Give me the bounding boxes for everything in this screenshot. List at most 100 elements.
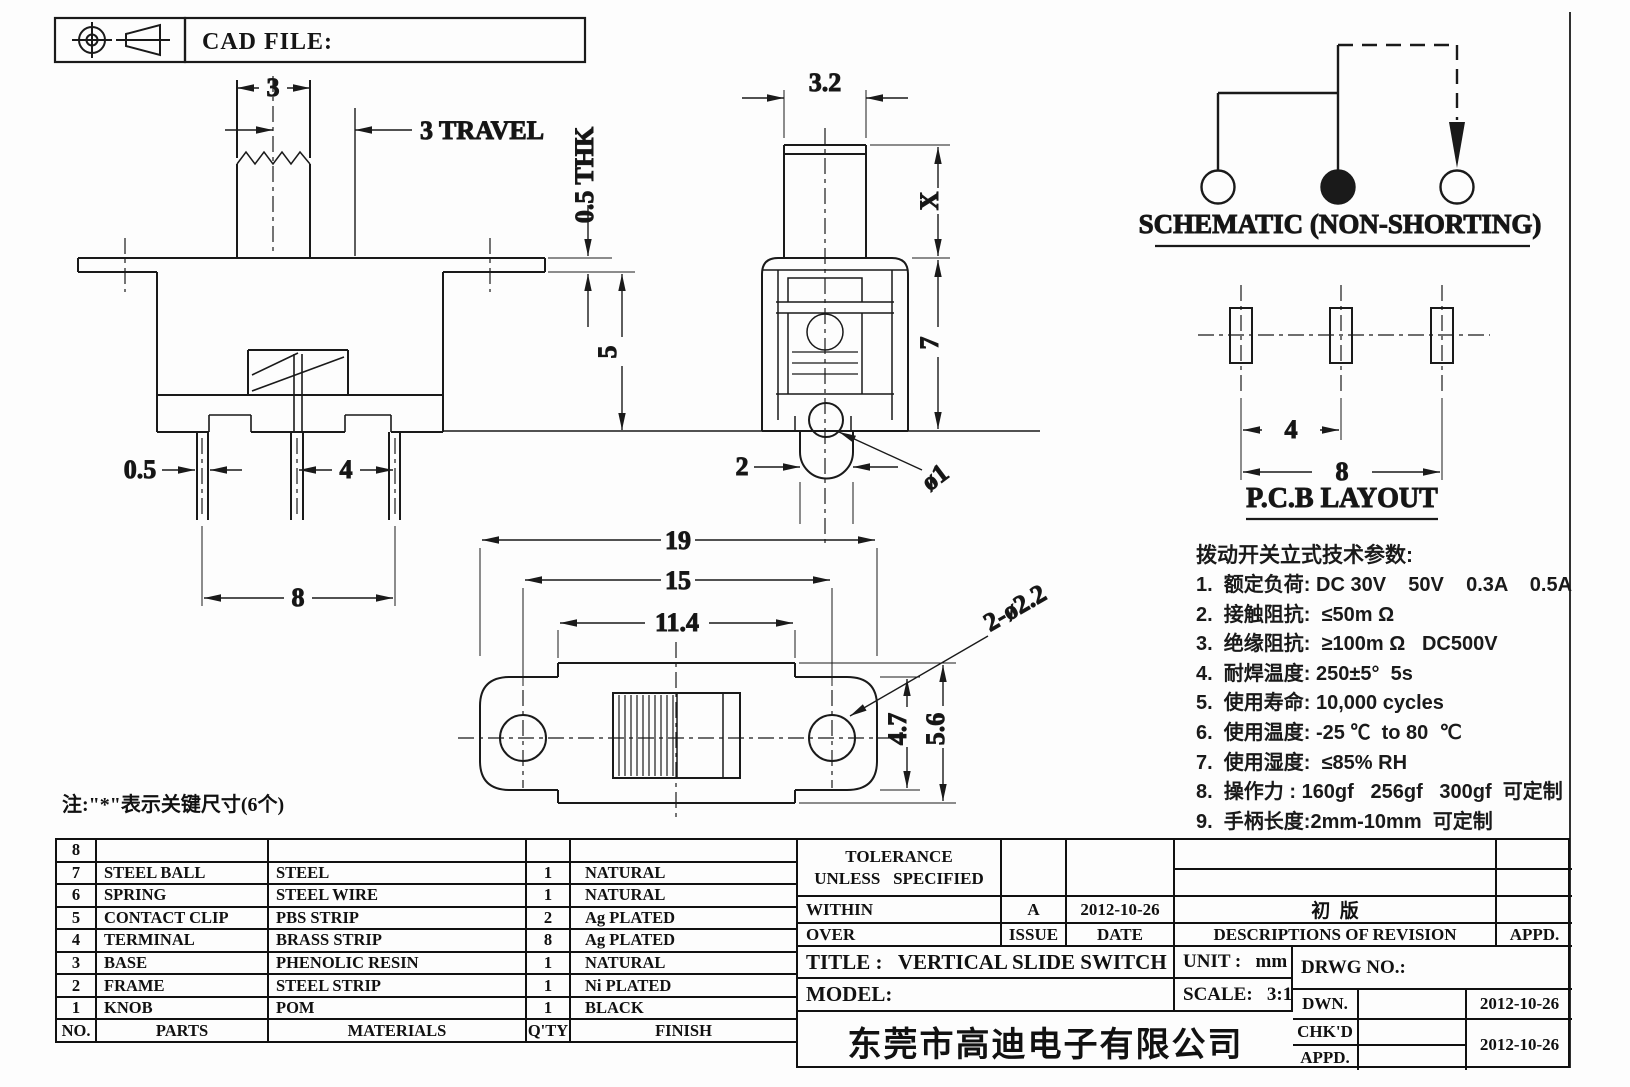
pcb-title: P.C.B LAYOUT xyxy=(1246,483,1438,514)
appd-empty-cell xyxy=(1497,895,1572,922)
dim-body-height: 5 xyxy=(593,346,622,359)
dim-flange-thickness: 0.5 THK xyxy=(570,126,599,223)
projection-symbol-box xyxy=(53,16,587,64)
dim-pin-width: 0.5 xyxy=(124,455,157,484)
table-row: 2 FRAME STEEL STRIP 1 Ni PLATED xyxy=(55,973,798,998)
over-label: OVER xyxy=(798,922,1002,945)
dwn-label: DWN. xyxy=(1293,988,1359,1018)
row-parts: KNOB xyxy=(95,995,269,1021)
cad-file-label: CAD FILE: xyxy=(202,29,333,55)
table-row: 6 SPRING STEEL WIRE 1 NATURAL xyxy=(55,883,798,908)
row-qty: 2 xyxy=(525,905,571,931)
side-view: 3.2 X 7 2 ø1 xyxy=(735,68,954,545)
spec-item: 5. 使用寿命: 10,000 cycles xyxy=(1196,692,1444,715)
pcb-dim-span: 8 xyxy=(1336,457,1349,486)
pcb-dim-pitch: 4 xyxy=(1285,415,1298,444)
pcb-layout-diagram: 4 8 P.C.B LAYOUT xyxy=(1198,285,1490,521)
row-materials: PBS STRIP xyxy=(267,905,527,931)
dim-mount-hole-pitch: 15 xyxy=(665,566,691,595)
table-row: 4 TERMINAL BRASS STRIP 8 Ag PLATED xyxy=(55,928,798,953)
header-materials: MATERIALS xyxy=(267,1018,527,1043)
dim-travel: 3 TRAVEL xyxy=(420,116,544,145)
dwn-signature-cell xyxy=(1359,988,1467,1018)
table-row: 7 STEEL BALL STEEL 1 NATURAL xyxy=(55,860,798,886)
row-materials: STEEL WIRE xyxy=(267,883,527,908)
specs-title: 拨动开关立式技术参数: xyxy=(1196,544,1413,567)
row-qty: 1 xyxy=(525,973,571,998)
drawing-title: TITLE : VERTICAL SLIDE SWITCH xyxy=(798,945,1175,977)
row-materials: BRASS STRIP xyxy=(267,928,527,953)
row-materials: STEEL xyxy=(267,860,527,886)
row-parts: STEEL BALL xyxy=(95,860,269,886)
schematic-title: SCHEMATIC (NON-SHORTING) xyxy=(1139,209,1542,239)
row-qty: 1 xyxy=(525,995,571,1021)
row-no: 4 xyxy=(55,928,97,953)
dim-overall-width: 5.6 xyxy=(921,713,950,746)
table-row: 8 xyxy=(55,838,798,863)
row-no: 7 xyxy=(55,860,97,886)
chkd-date: 2012-10-26 xyxy=(1467,1018,1572,1070)
spec-item: 1. 额定负荷: DC 30V 50V 0.3A 0.5A xyxy=(1196,574,1573,596)
appd-col-label: APPD. xyxy=(1497,922,1572,945)
date-empty-cell xyxy=(1067,840,1175,895)
row-no: 8 xyxy=(55,838,97,863)
row-finish: BLACK xyxy=(569,995,798,1021)
dim-mount-hole-dia: 2-ø2.2 xyxy=(979,578,1052,637)
row-no: 5 xyxy=(55,905,97,931)
row-materials: PHENOLIC RESIN xyxy=(267,950,527,976)
issue-label: ISSUE xyxy=(1002,922,1067,945)
spec-item: 2. 接触阻抗: ≤50m Ω xyxy=(1196,603,1395,626)
dim-pin-span: 8 xyxy=(292,583,305,612)
tolerance-label-line2: UNLESS SPECIFIED xyxy=(814,868,984,888)
company-name: 东莞市高迪电子有限公司 xyxy=(798,1010,1293,1070)
row-qty: 1 xyxy=(525,950,571,976)
spec-item: 8. 操作力 : 160gf 256gf 300gf 可定制 xyxy=(1196,781,1563,804)
row-parts: CONTACT CLIP xyxy=(95,905,269,931)
row-no: 6 xyxy=(55,883,97,908)
dim-shaft-length-x: X xyxy=(915,191,944,210)
table-header-row: NO. PARTS MATERIALS Q'TY FINISH xyxy=(55,1018,798,1043)
dim-terminal-hole: ø1 xyxy=(916,458,954,497)
unit-cell: UNIT : mm xyxy=(1175,945,1293,977)
revision-empty-row xyxy=(1175,868,1497,895)
revision-description: 初 版 xyxy=(1175,895,1497,922)
key-dimension-note: 注:"*"表示关键尺寸(6个) xyxy=(62,794,285,816)
dim-window-length: 11.4 xyxy=(655,608,699,637)
spec-item: 9. 手柄长度:2mm-10mm 可定制 xyxy=(1196,810,1493,833)
dim-overall-length: 19 xyxy=(665,526,691,555)
revision-header: DESCRIPTIONS OF REVISION xyxy=(1175,922,1497,945)
row-qty: 1 xyxy=(525,860,571,886)
row-finish: Ag PLATED xyxy=(569,905,798,931)
row-parts xyxy=(95,838,269,863)
row-finish: Ni PLATED xyxy=(569,973,798,998)
dim-shaft-width: 3.2 xyxy=(809,68,842,97)
model-label: MODEL: xyxy=(798,977,1175,1010)
row-no: 2 xyxy=(55,973,97,998)
spec-item: 7. 使用湿度: ≤85% RH xyxy=(1196,751,1408,774)
spec-item: 6. 使用温度: -25 ℃ to 80 ℃ xyxy=(1196,721,1462,744)
row-materials xyxy=(267,838,527,863)
row-qty: 8 xyxy=(525,928,571,953)
appd-empty-cell xyxy=(1497,840,1572,868)
schematic-diagram: SCHEMATIC (NON-SHORTING) xyxy=(1138,43,1542,248)
appd-empty-cell xyxy=(1497,868,1572,895)
drwg-no-label: DRWG NO.: xyxy=(1293,945,1572,988)
front-view: 3 3 TRAVEL 0.5 THK 5 0.5 4 8 xyxy=(77,73,1040,613)
dim-body-depth: 7 xyxy=(915,337,944,350)
date-label: DATE xyxy=(1067,922,1175,945)
row-parts: TERMINAL xyxy=(95,928,269,953)
within-label: WITHIN xyxy=(798,895,1002,922)
technical-specs: 拨动开关立式技术参数: 1. 额定负荷: DC 30V 50V 0.3A 0.5… xyxy=(1196,540,1582,837)
row-materials: STEEL STRIP xyxy=(267,973,527,998)
revision-empty-row xyxy=(1175,840,1497,868)
row-no: 3 xyxy=(55,950,97,976)
table-row: 3 BASE PHENOLIC RESIN 1 NATURAL xyxy=(55,950,798,976)
row-parts: BASE xyxy=(95,950,269,976)
table-row: 5 CONTACT CLIP PBS STRIP 2 Ag PLATED xyxy=(55,905,798,931)
chkd-signature-cell xyxy=(1359,1018,1467,1044)
row-finish: NATURAL xyxy=(569,860,798,886)
dim-flange-width: 4.7 xyxy=(883,713,912,746)
row-qty: 1 xyxy=(525,883,571,908)
